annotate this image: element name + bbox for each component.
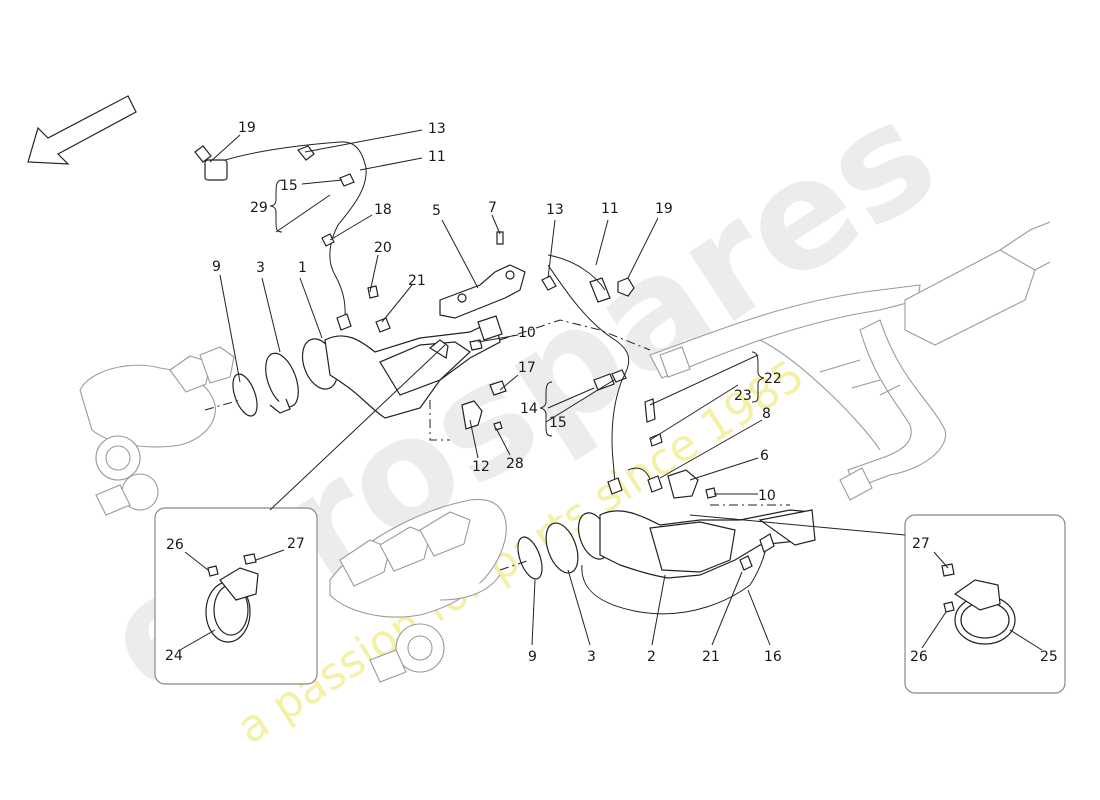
callout-25: 25 [1040, 649, 1058, 665]
callout-9: 9 [212, 259, 221, 275]
assembly-lines [204, 319, 790, 571]
callout-21: 21 [702, 649, 720, 665]
callout-11: 11 [601, 201, 619, 217]
callout-5: 5 [432, 203, 441, 219]
callout-13: 13 [546, 202, 564, 218]
callout-12: 12 [472, 459, 490, 475]
callout-26: 26 [910, 649, 928, 665]
callout-10: 10 [518, 325, 536, 341]
callout-18: 18 [374, 202, 392, 218]
callout-22: 22 [764, 371, 782, 387]
callout-3: 3 [587, 649, 596, 665]
callout-7: 7 [488, 200, 497, 216]
brace-22 [751, 351, 765, 403]
callout-13: 13 [428, 121, 446, 137]
upper-catalytic-converter [232, 315, 503, 419]
callout-27: 27 [912, 536, 930, 552]
callout-8: 8 [762, 406, 771, 422]
upper-bracket [439, 264, 526, 319]
callout-29: 29 [250, 200, 268, 216]
callout-19: 19 [238, 120, 256, 136]
upper-turbo-ghost [79, 346, 235, 516]
brace-14 [539, 381, 553, 437]
callout-6: 6 [760, 448, 769, 464]
callout-16: 16 [764, 649, 782, 665]
callout-23: 23 [734, 388, 752, 404]
callout-21: 21 [408, 273, 426, 289]
callout-24: 24 [165, 648, 183, 664]
callout-10: 10 [758, 488, 776, 504]
callout-2: 2 [647, 649, 656, 665]
direction-arrow-icon [27, 95, 137, 165]
callout-labels: 19 13 11 15 29 18 20 21 9 3 1 5 7 13 11 … [165, 120, 1058, 665]
callout-9: 9 [528, 649, 537, 665]
callout-28: 28 [506, 456, 524, 472]
lower-turbo-ghost [329, 498, 507, 683]
clamp-detail-inset-right [904, 514, 1066, 694]
brace-29 [269, 179, 283, 233]
callout-3: 3 [256, 260, 265, 276]
callout-27: 27 [287, 536, 305, 552]
inset-connector-lines [269, 344, 906, 536]
clamp-detail-inset-left [154, 507, 318, 685]
lower-catalytic-converter [517, 469, 816, 615]
callout-11: 11 [428, 149, 446, 165]
upper-sensor-harness [194, 141, 367, 331]
callout-26: 26 [166, 537, 184, 553]
callout-19: 19 [655, 201, 673, 217]
callout-20: 20 [374, 240, 392, 256]
rear-exhaust-ghost [649, 221, 1051, 501]
callout-15: 15 [280, 178, 298, 194]
callout-14: 14 [520, 401, 538, 417]
callout-15: 15 [549, 415, 567, 431]
callout-17: 17 [518, 360, 536, 376]
leader-lines [179, 129, 1043, 651]
callout-1: 1 [298, 260, 307, 276]
